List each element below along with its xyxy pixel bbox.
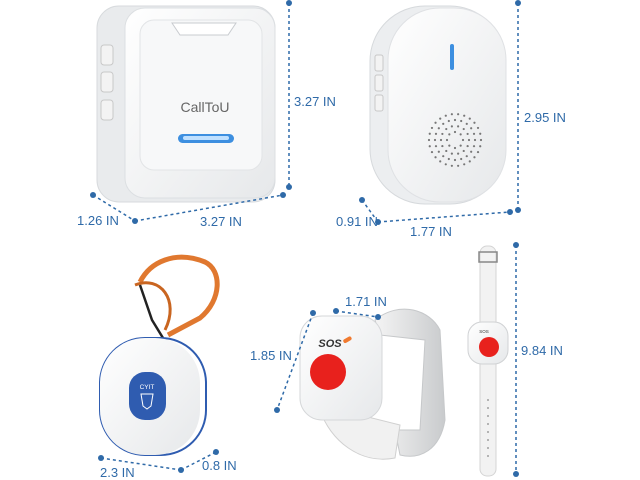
status-led <box>343 336 352 343</box>
wrist-button: SOS <box>299 308 446 460</box>
side-button-volume <box>100 44 114 66</box>
width-label: 3.27 IN <box>200 214 242 229</box>
oval-receiver-dimensions: 2.95 IN 1.77 IN 0.91 IN <box>336 0 566 239</box>
square-receiver: CallToU <box>96 5 276 203</box>
height-label: 1.85 IN <box>250 348 292 363</box>
depth-label: 0.8 IN <box>202 458 237 473</box>
sos-label: SOS <box>318 338 342 350</box>
bell-icon <box>140 393 154 410</box>
width-label: 1.77 IN <box>410 224 452 239</box>
depth-label: 1.26 IN <box>77 213 119 228</box>
wrist-strap <box>374 308 446 457</box>
pendant-dimensions: 2.3 IN 0.8 IN <box>98 449 237 480</box>
width-label: 2.3 IN <box>100 465 135 480</box>
side-button-music <box>100 71 114 93</box>
button-text: CYIT <box>140 384 155 391</box>
sos-button <box>479 337 499 357</box>
side-button <box>374 74 384 92</box>
square-receiver-dimensions: 3.27 IN 3.27 IN 1.26 IN <box>77 0 336 229</box>
speaker-grille <box>427 113 483 167</box>
wrist-band: SOS <box>467 245 509 477</box>
wrist-button-dimensions: 1.71 IN 1.85 IN <box>250 294 387 413</box>
top-notch <box>171 22 237 36</box>
side-button <box>374 54 384 72</box>
pendant-button: CYIT <box>99 254 220 456</box>
call-button <box>129 372 166 420</box>
side-button <box>374 94 384 112</box>
depth-label: 0.91 IN <box>336 214 378 229</box>
sos-label: SOS <box>479 329 489 334</box>
brand-logo: CallToU <box>180 99 229 115</box>
led-indicator <box>450 44 454 70</box>
oval-receiver <box>369 5 507 205</box>
height-label: 2.95 IN <box>524 110 566 125</box>
sos-button <box>310 354 346 390</box>
side-button-mode <box>100 99 114 121</box>
lanyard <box>137 254 220 338</box>
wrist-band-dimensions: 9.84 IN <box>513 242 563 477</box>
height-label: 3.27 IN <box>294 94 336 109</box>
width-label: 1.71 IN <box>345 294 387 309</box>
length-label: 9.84 IN <box>521 343 563 358</box>
buckle <box>478 251 498 263</box>
